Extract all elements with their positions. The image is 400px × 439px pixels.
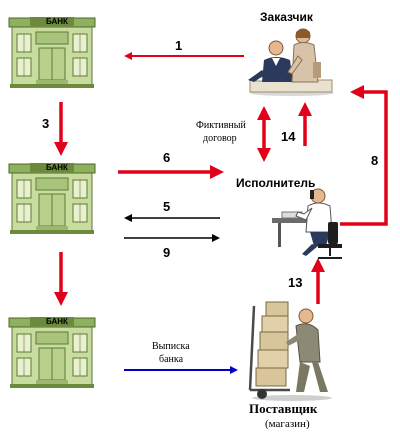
arrow-fictitious-contract bbox=[257, 106, 271, 162]
contractor-label: Исполнитель bbox=[236, 176, 316, 190]
customer-label: Заказчик bbox=[260, 10, 313, 24]
man-on-phone-at-desk-icon bbox=[272, 188, 342, 259]
arrow-5-number: 5 bbox=[163, 199, 171, 214]
bank-bottom bbox=[8, 316, 96, 389]
bank-top bbox=[8, 16, 96, 89]
bank-bottom-label: БАНК bbox=[46, 317, 68, 326]
arrow-8 bbox=[340, 85, 388, 226]
fictitious-contract-line1: Фиктивный bbox=[196, 120, 246, 131]
fictitious-contract-line2: договор bbox=[203, 133, 237, 144]
business-people-meeting-icon bbox=[248, 28, 334, 96]
arrow-6-number: 6 bbox=[163, 150, 171, 165]
bank-building-icon bbox=[8, 162, 96, 235]
bank-statement-line1: Выписка bbox=[152, 341, 190, 352]
bank-statement-line2: банка bbox=[159, 354, 184, 365]
bank-building-icon bbox=[8, 316, 96, 389]
arrow-13-number: 13 bbox=[288, 275, 303, 290]
arrow-14-number: 14 bbox=[281, 129, 296, 144]
arrow-9-number: 9 bbox=[163, 245, 171, 260]
worker-with-hand-truck-icon bbox=[248, 301, 332, 401]
bank-building-icon bbox=[8, 16, 96, 89]
arrow-1-number: 1 bbox=[175, 38, 183, 53]
supplier-sublabel: (магазин) bbox=[265, 418, 310, 430]
supplier-label: Поставщик bbox=[249, 401, 318, 416]
arrow-8-number: 8 bbox=[371, 153, 379, 168]
bank-top-label: БАНК bbox=[46, 17, 68, 26]
bank-middle bbox=[8, 162, 96, 235]
bank-middle-label: БАНК bbox=[46, 163, 68, 172]
arrow-3-number: 3 bbox=[42, 116, 50, 131]
